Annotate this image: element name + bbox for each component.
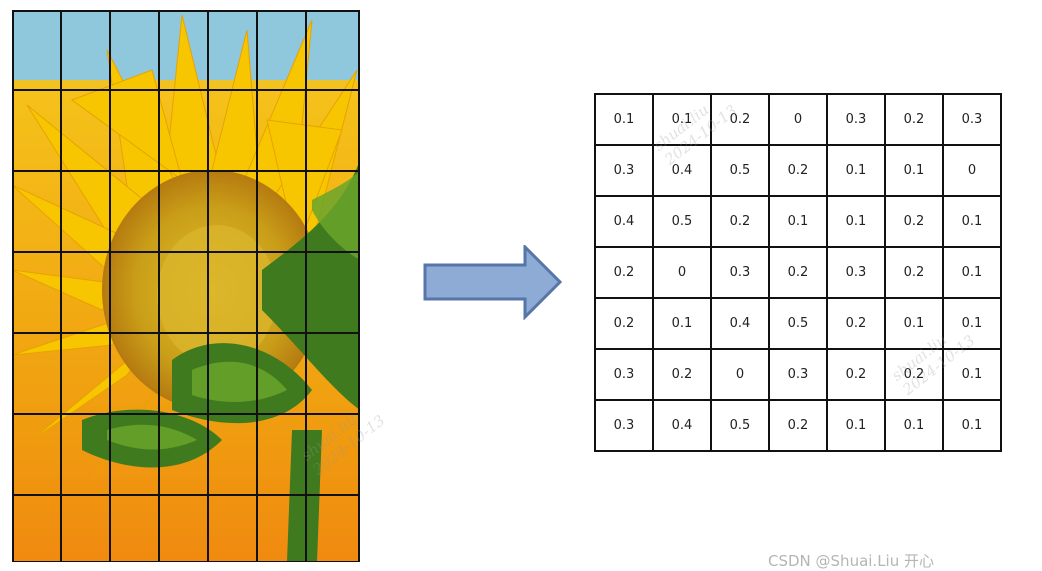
matrix-cell: 0.2	[594, 297, 654, 350]
matrix-cell: 0.1	[884, 144, 944, 197]
matrix-cell: 0.2	[884, 93, 944, 146]
matrix-cell: 0.3	[768, 348, 828, 401]
matrix-cell: 0.1	[652, 297, 712, 350]
right-arrow-icon	[420, 243, 565, 321]
matrix-cell: 0.1	[884, 297, 944, 350]
sunflower-picture	[12, 10, 360, 562]
matrix-cell: 0	[710, 348, 770, 401]
matrix-cell: 0.4	[652, 399, 712, 452]
matrix-cell: 0.3	[594, 399, 654, 452]
matrix-cell: 0.2	[710, 195, 770, 248]
matrix-cell: 0.3	[942, 93, 1002, 146]
matrix-cell: 0.2	[826, 297, 886, 350]
matrix-cell: 0.2	[768, 246, 828, 299]
matrix-cell: 0.1	[942, 399, 1002, 452]
matrix-cell: 0.2	[652, 348, 712, 401]
matrix-cell: 0.3	[710, 246, 770, 299]
matrix-cell: 0	[652, 246, 712, 299]
matrix-cell: 0.1	[826, 195, 886, 248]
matrix-cell: 0.3	[826, 246, 886, 299]
matrix-cell: 0.1	[884, 399, 944, 452]
matrix-cell: 0.2	[884, 348, 944, 401]
matrix-cell: 0.5	[710, 144, 770, 197]
matrix-cell: 0.1	[942, 246, 1002, 299]
matrix-cell: 0.4	[652, 144, 712, 197]
matrix-cell: 0	[942, 144, 1002, 197]
matrix-cell: 0.5	[710, 399, 770, 452]
matrix-cell: 0.1	[594, 93, 654, 146]
matrix-cell: 0.3	[594, 144, 654, 197]
matrix-cell: 0.2	[884, 195, 944, 248]
matrix-cell: 0.1	[942, 195, 1002, 248]
matrix-cell: 0.1	[768, 195, 828, 248]
matrix-cell: 0.1	[652, 93, 712, 146]
sunflower-image	[12, 10, 360, 562]
matrix-cell: 0.2	[826, 348, 886, 401]
matrix-cell: 0.2	[768, 144, 828, 197]
matrix-cell: 0.5	[652, 195, 712, 248]
source-credit: CSDN @Shuai.Liu 开心	[768, 552, 934, 570]
matrix-cell: 0.1	[942, 297, 1002, 350]
matrix-cell: 0.2	[710, 93, 770, 146]
matrix-cell: 0.4	[710, 297, 770, 350]
matrix-cell: 0.1	[942, 348, 1002, 401]
matrix-cell: 0.5	[768, 297, 828, 350]
matrix-cell: 0.3	[594, 348, 654, 401]
matrix-cell: 0.2	[594, 246, 654, 299]
matrix-cell: 0	[768, 93, 828, 146]
matrix-cell: 0.4	[594, 195, 654, 248]
matrix-cell: 0.3	[826, 93, 886, 146]
matrix-cell: 0.2	[768, 399, 828, 452]
matrix-cell: 0.2	[884, 246, 944, 299]
matrix-cell: 0.1	[826, 144, 886, 197]
patch-grid	[12, 10, 360, 562]
matrix-cell: 0.1	[826, 399, 886, 452]
